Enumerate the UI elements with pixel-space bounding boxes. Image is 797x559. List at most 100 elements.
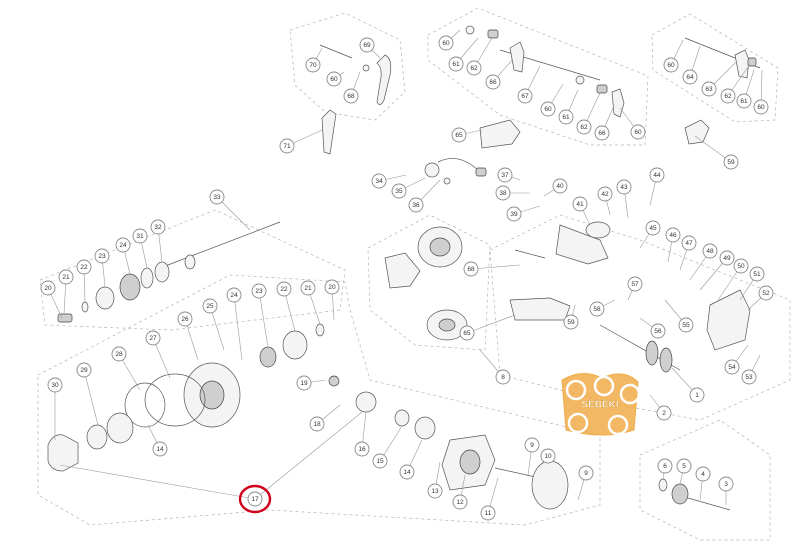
callout-number: 2 — [662, 410, 666, 417]
callout-number: 8 — [501, 374, 505, 381]
callout-bubble — [427, 483, 443, 499]
leader-line — [83, 369, 99, 426]
callout-14: 14 — [152, 441, 168, 457]
callout-bubble — [94, 248, 110, 264]
callout-bubble — [627, 276, 643, 292]
callout-bubble — [251, 283, 267, 299]
callout-70: 70 — [305, 57, 321, 73]
callout-bubble — [589, 301, 605, 317]
callout-60: 60 — [630, 124, 646, 140]
callout-bubble — [209, 189, 225, 205]
callout-bubble — [371, 173, 387, 189]
callout-1: 1 — [689, 387, 705, 403]
callout-bubble — [279, 138, 295, 154]
callout-bubble — [572, 196, 588, 212]
callout-number: 63 — [705, 86, 713, 93]
callout-bubble — [676, 458, 692, 474]
callout-bubble — [563, 314, 579, 330]
callout-4: 4 — [695, 466, 711, 482]
callout-61: 61 — [558, 109, 574, 125]
callout-bubble — [58, 269, 74, 285]
callout-bubble — [145, 330, 161, 346]
callout-bubble — [438, 35, 454, 51]
callout-bubble — [115, 237, 131, 253]
callout-bubble — [326, 71, 342, 87]
callout-41: 41 — [572, 196, 588, 212]
callout-bubble — [517, 88, 533, 104]
part-pump-housing — [384, 226, 468, 341]
callout-bubble — [689, 387, 705, 403]
callout-bubble — [656, 405, 672, 421]
part-drawings — [47, 25, 761, 511]
callout-number: 28 — [115, 351, 123, 358]
callout-number: 31 — [136, 233, 144, 240]
callout-number: 58 — [593, 306, 601, 313]
callout-bubble — [723, 154, 739, 170]
callout-number: 60 — [667, 62, 675, 69]
callout-number: 23 — [255, 288, 263, 295]
callout-bubble — [552, 178, 568, 194]
callout-bubble — [359, 37, 375, 53]
callout-number: 24 — [230, 292, 238, 299]
callout-number: 69 — [363, 42, 371, 49]
callout-bubble — [305, 57, 321, 73]
leader-line — [216, 196, 251, 231]
callout-number: 60 — [442, 40, 450, 47]
callout-65: 65 — [451, 127, 467, 143]
part-output-housing — [47, 323, 569, 510]
callout-14: 14 — [399, 464, 415, 480]
callout-12: 12 — [452, 494, 468, 510]
callout-bubble — [540, 101, 556, 117]
callout-number: 62 — [580, 124, 588, 131]
callout-number: 1 — [695, 392, 699, 399]
callout-bubble — [681, 235, 697, 251]
callout-number: 16 — [358, 446, 366, 453]
callout-51: 51 — [749, 266, 765, 282]
callout-bubble — [630, 124, 646, 140]
callout-34: 34 — [371, 173, 387, 189]
callout-number: 62 — [724, 93, 732, 100]
callout-9: 9 — [578, 465, 594, 481]
callout-number: 50 — [737, 263, 745, 270]
callout-bubble — [276, 281, 292, 297]
callout-bubble — [695, 466, 711, 482]
callout-65: 65 — [459, 325, 475, 341]
callout-60: 60 — [540, 101, 556, 117]
callout-bubble — [399, 464, 415, 480]
callout-27: 27 — [145, 330, 161, 346]
callout-5: 5 — [676, 458, 692, 474]
callout-bubble — [391, 183, 407, 199]
callout-29: 29 — [76, 362, 92, 378]
callout-64: 64 — [682, 69, 698, 85]
callout-number: 52 — [762, 290, 770, 297]
part-pinion — [658, 478, 731, 511]
callout-number: 18 — [313, 421, 321, 428]
callout-bubble — [540, 448, 556, 464]
callout-36: 36 — [408, 197, 424, 213]
callout-number: 47 — [685, 240, 693, 247]
callout-bubble — [524, 437, 540, 453]
callout-8: 8 — [495, 369, 511, 385]
callout-bubble — [758, 285, 774, 301]
callout-bubble — [132, 228, 148, 244]
callout-number: 22 — [80, 264, 88, 271]
callout-number: 21 — [304, 285, 312, 292]
callout-bubble — [701, 81, 717, 97]
callout-number: 61 — [452, 61, 460, 68]
callout-number: 30 — [51, 382, 59, 389]
callout-number: 37 — [501, 172, 509, 179]
callout-number: 27 — [149, 335, 157, 342]
callout-10: 10 — [540, 448, 556, 464]
group-outline-input-shaft — [39, 209, 346, 331]
callout-bubble — [111, 346, 127, 362]
callout-56: 56 — [650, 323, 666, 339]
callout-bubble — [497, 167, 513, 183]
callout-number: 38 — [499, 190, 507, 197]
callout-bubble — [665, 227, 681, 243]
callout-bubble — [657, 458, 673, 474]
callout-bubble — [702, 243, 718, 259]
callout-bubble — [741, 369, 757, 385]
highlight-ring-17 — [238, 484, 272, 514]
